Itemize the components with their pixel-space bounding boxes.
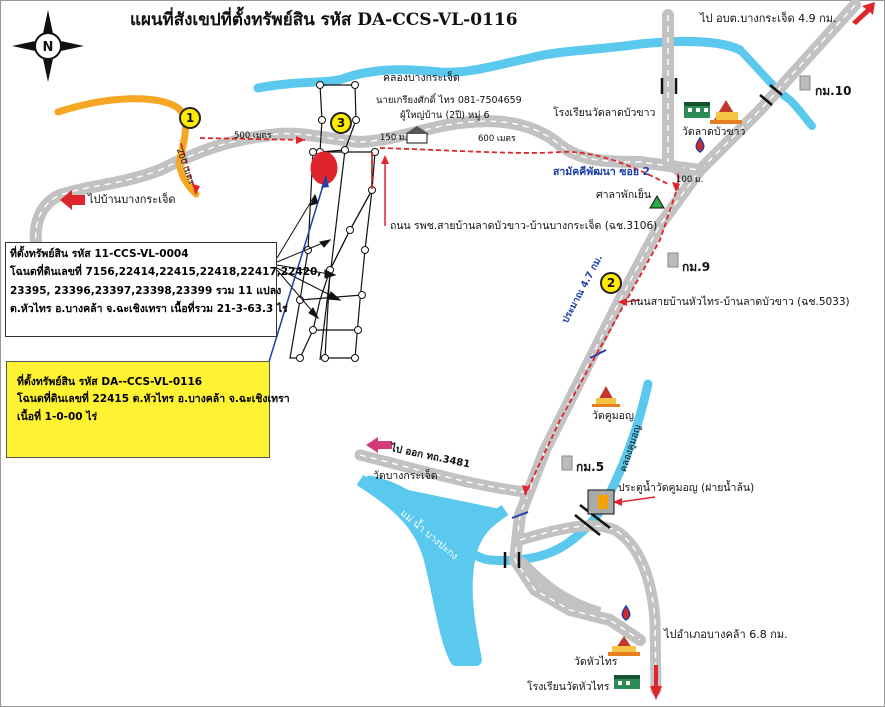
- label-to-ban-bangkrachet: ไปบ้านบางกระเจ็ด: [88, 193, 176, 206]
- box-other-line4: ต.หัวไทร อ.บางคล้า จ.ฉะเชิงเทรา เนื้อที่…: [10, 303, 288, 316]
- floodgate-icon: [587, 489, 615, 515]
- label-to-obt: ไป อบต.บางกระเจ็ด 4.9 กม.: [700, 12, 837, 25]
- compass-icon: [12, 10, 84, 82]
- arrow-to-obt: [852, 2, 875, 25]
- label-km9: กม.9: [682, 260, 711, 274]
- route-arrow-d: [522, 485, 530, 495]
- label-sala: ศาลาพักเย็น: [596, 189, 652, 201]
- arrow-to-exit-3481: [366, 437, 392, 453]
- page-title: แผนที่สังเขปที่ตั้งทรัพย์สิน รหัส DA-CCS…: [130, 10, 518, 30]
- house-icon: [405, 126, 429, 144]
- wat-latbuakhao-icon: [710, 100, 742, 124]
- distance-100m: 100 ม.: [676, 175, 704, 185]
- water-drop-icon-a: [695, 136, 705, 153]
- compass-letter: N: [43, 40, 54, 55]
- school-huasai-icon: [614, 675, 640, 689]
- target-parcel: [310, 151, 338, 185]
- sala-icon: [649, 195, 665, 209]
- pointer-head-main: [321, 176, 329, 188]
- info-box-other-property: ที่ตั้งทรัพย์สิน รหัส 11-CCS-VL-0004 โฉน…: [5, 242, 322, 337]
- distance-500m: 500 เมตร: [234, 131, 272, 141]
- parcel-corner-points: [296, 81, 379, 362]
- school-latbuakhao-icon: [684, 102, 710, 118]
- label-km5: กม.5: [576, 460, 605, 474]
- pointer-line-main: [267, 175, 327, 366]
- arrow-to-bangkhla: [650, 665, 662, 700]
- route-arrow-b: [192, 184, 200, 194]
- label-wat-huasai: วัดหัวไทร: [574, 656, 618, 668]
- box-other-line3: 23395, 23396,23397,23398,23399 รวม 11 แป…: [10, 284, 282, 297]
- pointer-floodgate-head: [613, 498, 622, 506]
- pointer-5033-head: [618, 298, 627, 306]
- label-to-bangkhla: ไปอำเภอบางคล้า 6.8 กม.: [664, 628, 788, 641]
- box-main-line1: ที่ตั้งทรัพย์สิน รหัส DA--CCS-VL-0116: [17, 376, 203, 388]
- info-box-main-property: ที่ตั้งทรัพย์สิน รหัส DA--CCS-VL-0116 โฉ…: [6, 361, 290, 458]
- wat-huasai-icon: [608, 636, 640, 656]
- mae-nam-bangpakong: [356, 475, 509, 666]
- box-main-line2: โฉนดที่ดินเลขที่ 22415 ต.หัวไทร อ.บางคล้…: [17, 393, 290, 406]
- label-samakkhi-soi2: สามัคคีพัฒนา ซอย 2: [553, 166, 650, 178]
- arrow-to-ban-bangkrachet: [60, 190, 85, 210]
- box-main-line3: เนื้อที่ 1-0-00 ไร่: [17, 410, 98, 423]
- label-school-huasai: โรงเรียนวัดหัวไทร: [527, 681, 610, 693]
- label-wat-latbuakhao: วัดลาดบัวขาว: [682, 126, 746, 138]
- pointer-lines-other: [276, 193, 342, 320]
- label-km10: กม.10: [815, 84, 852, 98]
- pointer-3106-head: [381, 155, 389, 164]
- label-wat-bangkrachet: วัดบางกระเจ็ด: [373, 470, 438, 482]
- km-post-icons: [561, 75, 811, 471]
- box-other-line1: ที่ตั้งทรัพย์สิน รหัส 11-CCS-VL-0004: [10, 248, 189, 260]
- roads: [29, 0, 861, 696]
- marker-2: 2: [600, 272, 622, 294]
- label-floodgate: ประตูน้ำวัดคูมอญ (ฝายน้ำล้น): [618, 482, 755, 494]
- label-village-head-sub: ผู้ใหญ่บ้าน (2ปี) หมู่ 6: [400, 110, 490, 121]
- label-road-3106: ถนน รพช.สายบ้านลาดบัวขาว-บ้านบางกระเจ็ด …: [390, 220, 658, 232]
- label-school-latbuakhao: โรงเรียนวัดลาดบัวขาว: [553, 107, 656, 119]
- canal-bangkrachet: [253, 37, 745, 93]
- label-road-5033: ถนนสายบ้านหัวไทร-บ้านลาดบัวขาว (ฉช.5033): [630, 296, 850, 308]
- distance-600m: 600 เมตร: [478, 134, 516, 144]
- wat-khumonya-icon: [592, 386, 620, 407]
- label-canal-bangkrachet: คลองบางกระเจ็ด: [383, 72, 460, 84]
- road-pointers: [384, 160, 679, 503]
- marker-3: 3: [330, 112, 352, 134]
- blue-ticks: [511, 349, 607, 519]
- route-arrow-a: [296, 136, 305, 144]
- box-other-line2: โฉนดที่ดินเลขที่ 7156,22414,22415,22418,…: [10, 266, 322, 279]
- label-village-head: นายเกรียงศักดิ์ ไทร 081-7504659: [376, 95, 522, 106]
- marker-1: 1: [179, 107, 201, 129]
- bridges: [503, 78, 783, 568]
- distance-150m: 150 ม.: [380, 133, 408, 143]
- canal-east: [736, 46, 816, 130]
- label-wat-khumonya: วัดคูมอญ: [592, 410, 634, 422]
- water-drop-icon-b: [621, 604, 631, 621]
